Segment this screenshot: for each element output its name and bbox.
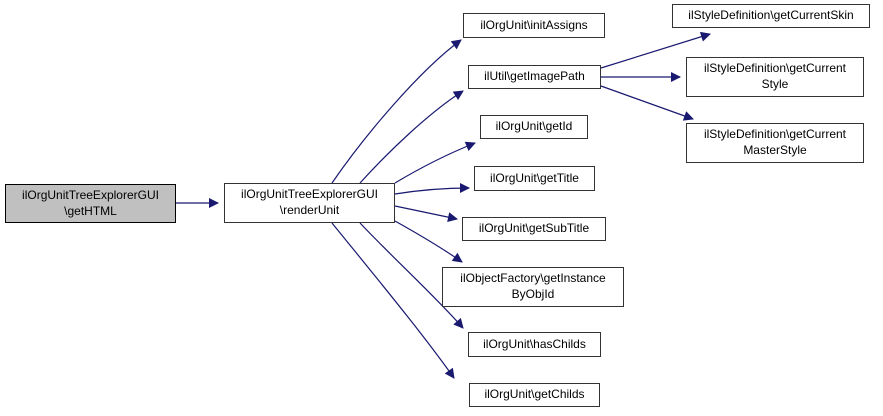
- edge-renderunit-getimagepath: [359, 90, 464, 184]
- node-renderunit[interactable]: ilOrgUnitTreeExplorerGUI \renderUnit: [224, 183, 395, 223]
- node-getcurrentskin[interactable]: ilStyleDefinition\getCurrentSkin: [672, 4, 870, 28]
- node-getchilds[interactable]: ilOrgUnit\getChilds: [469, 383, 600, 407]
- edge-renderunit-gettitle: [394, 183, 470, 195]
- node-getid[interactable]: ilOrgUnit\getId: [480, 115, 588, 139]
- edge-renderunit-initassigns: [331, 39, 462, 184]
- node-getsubtitle[interactable]: ilOrgUnit\getSubTitle: [462, 217, 606, 241]
- edge-renderunit-haschilds: [359, 222, 464, 329]
- edge-renderunit-getchilds: [331, 222, 455, 379]
- node-gethtml: ilOrgUnitTreeExplorerGUI \getHTML: [5, 184, 176, 223]
- node-getimagepath[interactable]: ilUtil\getImagePath: [468, 65, 601, 89]
- edge-getimagepath-getcurrentskin: [600, 31, 711, 69]
- edge-getimagepath-getcurrentmasterstyle: [600, 85, 694, 121]
- edge-renderunit-getsubtitle: [394, 205, 458, 223]
- node-initassigns[interactable]: ilOrgUnit\initAssigns: [463, 13, 605, 38]
- node-getcurrentmasterstyle[interactable]: ilStyleDefinition\getCurrent MasterStyle: [686, 123, 864, 163]
- node-getinstancebyobjid[interactable]: ilObjectFactory\getInstance ByObjId: [442, 267, 624, 307]
- edge-renderunit-getid: [394, 141, 476, 184]
- node-getcurrentstyle[interactable]: ilStyleDefinition\getCurrent Style: [686, 57, 864, 97]
- node-haschilds[interactable]: ilOrgUnit\hasChilds: [468, 332, 601, 357]
- edge-renderunit-getinstancebyobjid: [394, 220, 463, 263]
- node-gettitle[interactable]: ilOrgUnit\getTitle: [474, 166, 595, 191]
